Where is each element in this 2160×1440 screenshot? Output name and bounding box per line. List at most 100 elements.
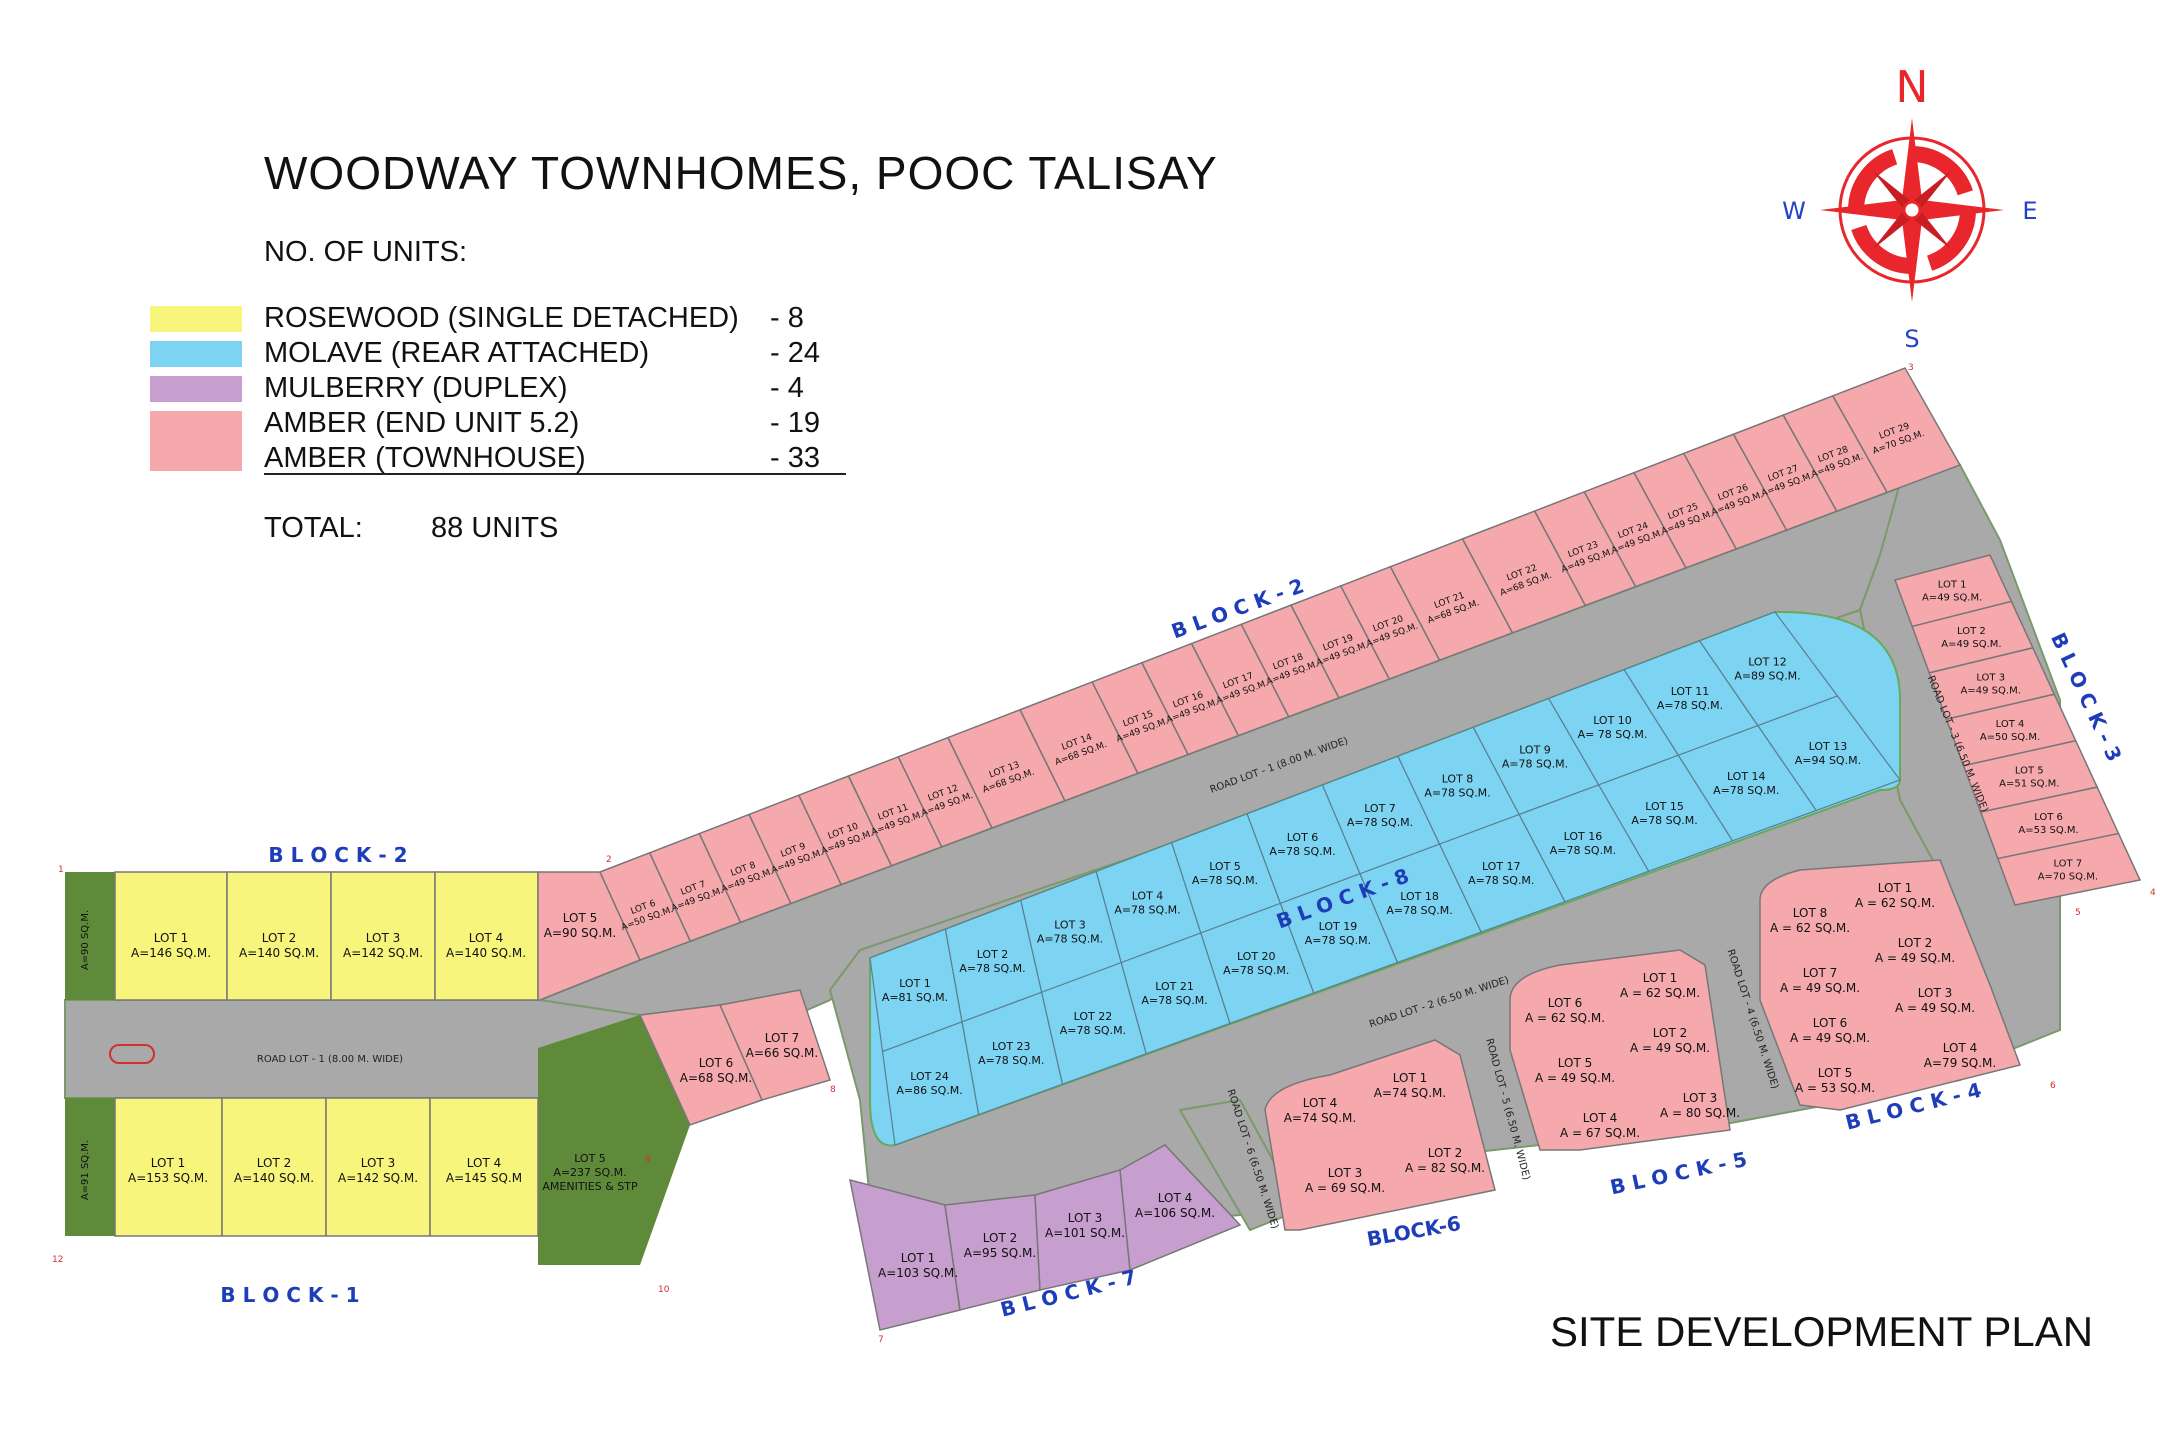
block-3-lot-5-area: A=53 SQ.M. (2018, 825, 2078, 836)
block-2-lot-1 (114, 871, 228, 1001)
block5-lots-4-number: LOT 4 (1583, 1111, 1617, 1125)
block4-lots-3-label: LOT 2A = 49 SQ.M. (1875, 936, 1955, 965)
block-3-lot-1-label: LOT 2A=49 SQ.M. (1941, 626, 2001, 650)
block-1-lot-5-note: AMENITIES & STP (542, 1180, 638, 1193)
block4-lots-7-area: A=79 SQ.M. (1924, 1056, 1996, 1070)
block-1-lot-5-number: LOT 5 (574, 1152, 606, 1165)
block-8-south-lot-2-label: LOT 22A=78 SQ.M. (1060, 1010, 1126, 1037)
block-8-south-lot-5-area: A=78 SQ.M. (1305, 934, 1371, 947)
block-1-lot-5-label: LOT 5A=237 SQ.M.AMENITIES & STP (542, 1152, 638, 1193)
block-3-lot-0-label: LOT 1A=49 SQ.M. (1922, 580, 1982, 604)
block-1-label: B L O C K - 1 (220, 1283, 359, 1307)
block2-west-lots-4-number: LOT 5 (563, 911, 597, 925)
block5-lots-1-label: LOT 1A = 62 SQ.M. (1620, 971, 1700, 1000)
block-6-label: BLOCK-6 (1365, 1211, 1463, 1251)
block-3-lot-1-number: LOT 2 (1957, 626, 1986, 637)
block-8-north-lot-5-number: LOT 6 (1287, 831, 1319, 844)
block-2-north-lot-29 (1831, 367, 1962, 494)
block-8-south-lot-10-label: LOT 14A=78 SQ.M. (1713, 770, 1779, 797)
block4-lots-5-area: A = 49 SQ.M. (1895, 1001, 1975, 1015)
block-8-south-lot-7-label: LOT 17A=78 SQ.M. (1468, 860, 1534, 887)
block-1-lot-1 (114, 1097, 223, 1237)
block-8-north-lot-6-label: LOT 7A=78 SQ.M. (1347, 802, 1413, 829)
block5-lots-4-label: LOT 4A = 67 SQ.M. (1560, 1111, 1640, 1140)
block-8-north-lot-10-area: A=78 SQ.M. (1657, 699, 1723, 712)
block5-lots-2-area: A = 49 SQ.M. (1535, 1071, 1615, 1085)
block7-lots-0-area: A=103 SQ.M. (878, 1266, 958, 1280)
block4-lots-1-label: LOT 1A = 62 SQ.M. (1855, 881, 1935, 910)
compass-w: W (1782, 197, 1806, 225)
block-1-lot-3 (325, 1097, 431, 1237)
block-8-south-lot-8-area: A=78 SQ.M. (1550, 844, 1616, 857)
block-8-south-lot-5-label: LOT 19A=78 SQ.M. (1305, 920, 1371, 947)
block-8-south-lot-9-number: LOT 15 (1645, 800, 1684, 813)
block-2-west-label: B L O C K - 2 (268, 843, 407, 867)
legend-label: MULBERRY (DUPLEX) (264, 372, 568, 404)
block-8-north-lot-9-label: LOT 10A= 78 SQ.M. (1578, 714, 1648, 741)
block-8-south-lot-4-number: LOT 20 (1237, 950, 1276, 963)
block-8-north-lot-6-area: A=78 SQ.M. (1347, 816, 1413, 829)
block-8-south-lot-3-number: LOT 21 (1155, 980, 1194, 993)
block-8-south-lot-10-number: LOT 14 (1727, 770, 1766, 783)
block7-lots-0-number: LOT 1 (901, 1251, 935, 1265)
block-1-lot-4 (429, 1097, 539, 1237)
legend-label: AMBER (TOWNHOUSE) (264, 442, 586, 474)
block4-lots-1-number: LOT 1 (1878, 881, 1912, 895)
block6-lots-1-label: LOT 1A=74 SQ.M. (1374, 1071, 1446, 1100)
compass-rose: N S E W (1782, 62, 2037, 353)
block1-lots-0-number: LOT 1 (151, 1156, 185, 1170)
block7-lots-2-label: LOT 3A=101 SQ.M. (1045, 1211, 1125, 1240)
block-8-north-lot-8-area: A=78 SQ.M. (1502, 757, 1568, 770)
block-8-north-lot-8-label: LOT 9A=78 SQ.M. (1502, 743, 1568, 770)
block-6-group (1264, 1039, 1496, 1231)
block6-lots-0-number: LOT 4 (1303, 1096, 1337, 1110)
block-3-lot-7 (1996, 832, 2142, 906)
block-8-north-lot-0-area: A=81 SQ.M. (882, 991, 948, 1004)
block2-west-lots-3-number: LOT 4 (469, 931, 503, 945)
legend-label: ROSEWOOD (SINGLE DETACHED) (264, 302, 739, 334)
block-8-south-lot-2-number: LOT 22 (1074, 1010, 1113, 1023)
legend-label: AMBER (END UNIT 5.2) (264, 407, 580, 439)
compass-center (1902, 200, 1922, 220)
block4-lots-2-label: LOT 7A = 49 SQ.M. (1780, 966, 1860, 995)
block-8-north-lot-11-area: A=89 SQ.M. (1734, 670, 1800, 683)
block5-lots-5-area: A = 80 SQ.M. (1660, 1106, 1740, 1120)
block2-west-lots-2-label: LOT 3A=142 SQ.M. (343, 931, 423, 960)
block-8-north-lot-0-number: LOT 1 (899, 977, 931, 990)
block5-lots-2-number: LOT 5 (1558, 1056, 1592, 1070)
corner-mark-7: 7 (878, 1335, 884, 1345)
block-8-north-lot-3-label: LOT 4A=78 SQ.M. (1114, 889, 1180, 916)
block2-west-lots-3-label: LOT 4A=140 SQ.M. (446, 931, 526, 960)
block6-lots-2-area: A = 69 SQ.M. (1305, 1181, 1385, 1195)
block6-lots-1-area: A=74 SQ.M. (1374, 1086, 1446, 1100)
block-8-north-lot-11-number: LOT 12 (1748, 656, 1787, 669)
block-2-lot-3 (330, 871, 436, 1001)
block-8-north-lot-1-label: LOT 2A=78 SQ.M. (959, 948, 1025, 975)
block1-lots-0-label: LOT 1A=153 SQ.M. (128, 1156, 208, 1185)
block2-west-lots-0-number: LOT 1 (154, 931, 188, 945)
block5-lots-5-label: LOT 3A = 80 SQ.M. (1660, 1091, 1740, 1120)
legend-swatch (150, 376, 242, 402)
corner-mark-12: 12 (52, 1255, 63, 1265)
block-3-lot-4-area: A=51 SQ.M. (1999, 778, 2059, 789)
block6-lots-2-number: LOT 3 (1328, 1166, 1362, 1180)
block-8-south-lot-1-number: LOT 23 (992, 1040, 1031, 1053)
block2-west-lots-0-area: A=146 SQ.M. (131, 946, 211, 960)
block-8-south-lot-9-area: A=78 SQ.M. (1631, 814, 1697, 827)
block1-lots-1-area: A=140 SQ.M. (234, 1171, 314, 1185)
block5-lots-0-number: LOT 6 (1548, 996, 1582, 1010)
block-8-south-lot-4-area: A=78 SQ.M. (1223, 964, 1289, 977)
block1-lots-2-number: LOT 3 (361, 1156, 395, 1170)
block-8-north-lot-7-label: LOT 8A=78 SQ.M. (1424, 773, 1490, 800)
open-space-west-south (65, 1098, 115, 1236)
block-2-west-lots (114, 871, 642, 1001)
block4-lots-5-number: LOT 3 (1918, 986, 1952, 1000)
block-8-north-lot-9-number: LOT 10 (1593, 714, 1632, 727)
block4-lots-6-area: A = 53 SQ.M. (1795, 1081, 1875, 1095)
legend-swatch (150, 411, 242, 471)
block-8-south-lot-10-area: A=78 SQ.M. (1713, 784, 1779, 797)
block2-west-lots-1-number: LOT 2 (262, 931, 296, 945)
block-1-lot-2 (221, 1097, 327, 1237)
block-8-north-lot-4-number: LOT 5 (1209, 860, 1241, 873)
